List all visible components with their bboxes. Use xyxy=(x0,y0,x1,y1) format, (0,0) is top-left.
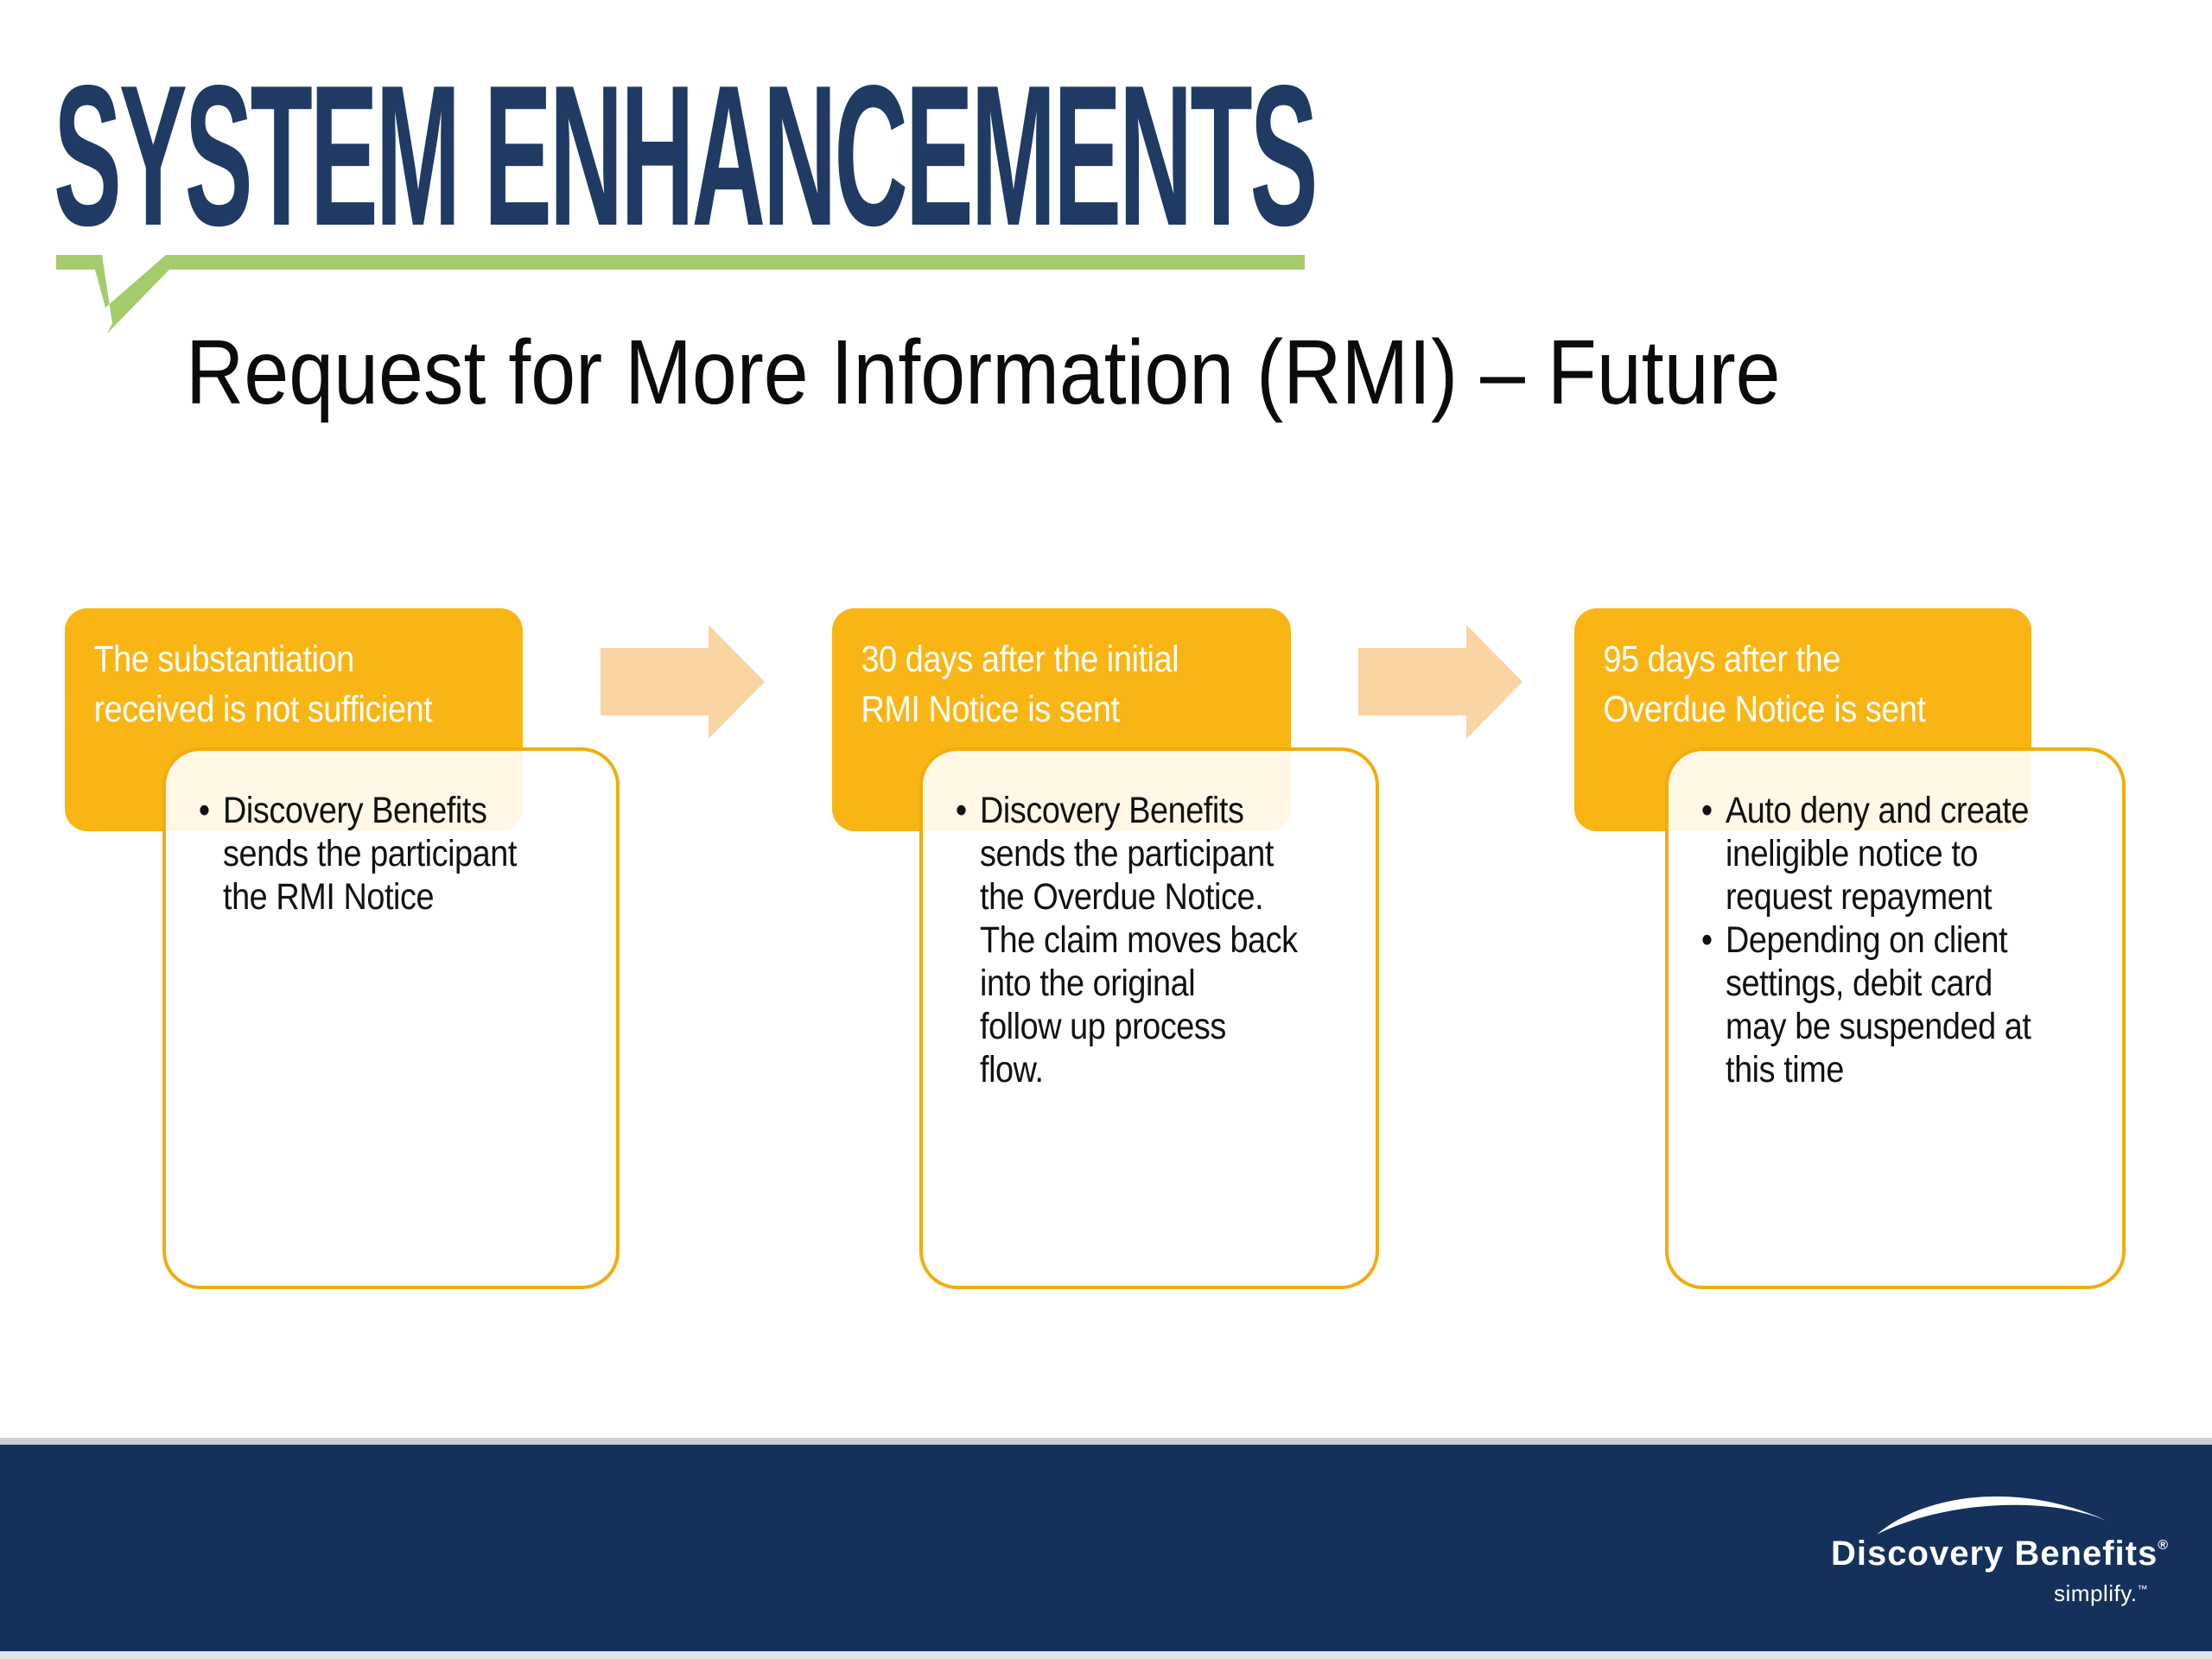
step-2-card: Discovery Benefits sends the participant… xyxy=(919,747,1379,1289)
bottom-edge-strip xyxy=(0,1651,2212,1659)
brand-logo: Discovery Benefits® simplify.™ xyxy=(1831,1535,2169,1607)
step-2-header: 30 days after the initial RMI Notice is … xyxy=(861,639,1179,730)
brand-tagline: simplify.™ xyxy=(2054,1580,2148,1606)
right-arrow-icon xyxy=(601,625,765,739)
step-3-header: 95 days after the Overdue Notice is sent xyxy=(1603,639,1926,730)
slide-subtitle: Request for More Information (RMI) – Fut… xyxy=(186,321,1781,423)
trademark-mark: ™ xyxy=(2137,1583,2148,1595)
step-1-header: The substantiation received is not suffi… xyxy=(93,639,433,730)
bullet-item: Discovery Benefits sends the participant… xyxy=(199,789,619,918)
green-underline-checkmark-icon xyxy=(56,255,1305,334)
footer-bar xyxy=(0,1445,2212,1651)
bullet-item: Auto deny and create ineligible notice t… xyxy=(1701,789,2121,918)
bullet-item: Depending on client settings, debit card… xyxy=(1701,918,2121,1091)
brand-arc-icon xyxy=(1877,1496,2107,1535)
step-3-card: Auto deny and create ineligible notice t… xyxy=(1665,747,2126,1289)
bullet-item: Discovery Benefits sends the participant… xyxy=(956,789,1376,1091)
step-1-card: Discovery Benefits sends the participant… xyxy=(162,747,620,1289)
step-1-bullet-list: Discovery Benefits sends the participant… xyxy=(166,751,633,918)
footer-separator-line xyxy=(0,1438,2212,1445)
step-2-bullet-list: Discovery Benefits sends the participant… xyxy=(923,751,1390,1091)
step-3-bullet-list: Auto deny and create ineligible notice t… xyxy=(1669,751,2136,1091)
page-title: SYSTEM ENHANCEMENTS xyxy=(54,44,1319,268)
registered-mark: ® xyxy=(2158,1538,2169,1553)
right-arrow-icon xyxy=(1358,625,1522,739)
brand-name: Discovery Benefits® xyxy=(1831,1535,2169,1573)
